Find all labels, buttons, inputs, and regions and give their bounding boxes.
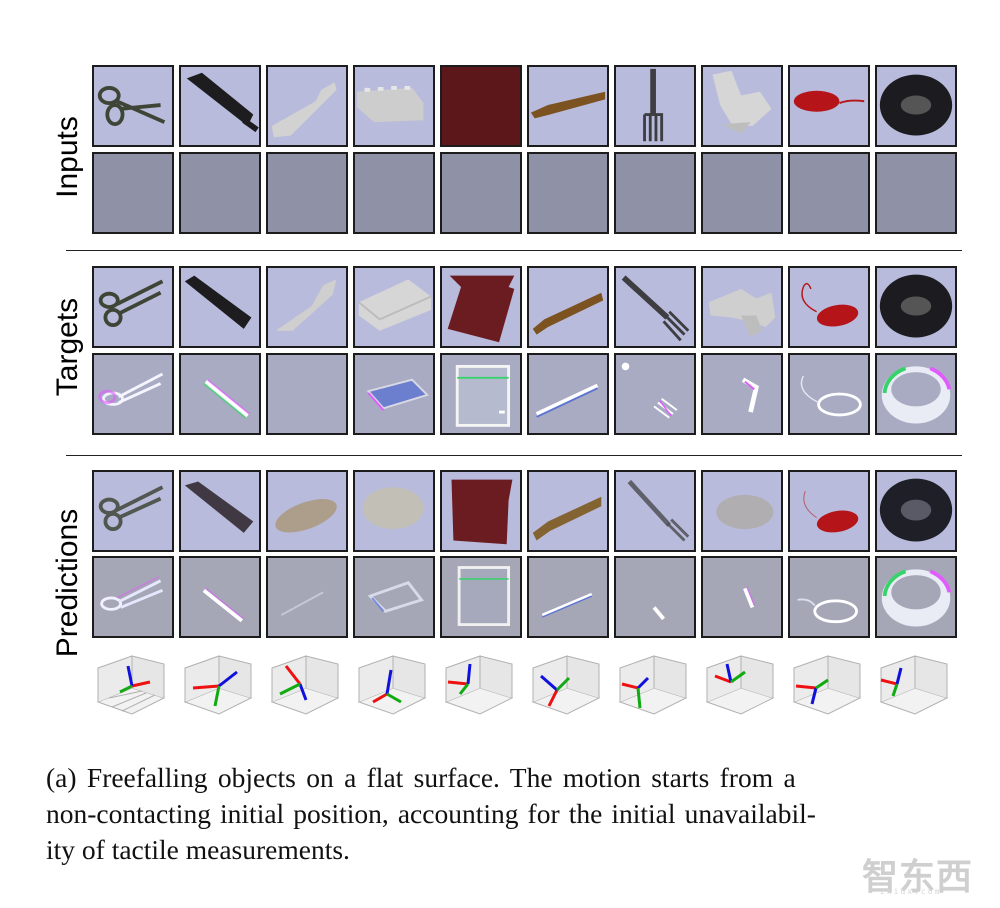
predictions-object-row <box>92 470 957 552</box>
pose-axes-plot <box>875 654 957 732</box>
pose-axes-plot <box>179 654 261 732</box>
target-object-scissors <box>92 266 174 348</box>
inputs-object-row <box>92 65 957 147</box>
section-divider-1 <box>66 250 962 251</box>
target-object-bleach-bottle <box>266 266 348 348</box>
target-object-wine-bottle <box>179 266 261 348</box>
target-tactile-dark-disk <box>875 353 957 435</box>
targets-object-row <box>92 266 957 348</box>
prediction-tactile-fork <box>614 556 696 638</box>
input-object-red-towel <box>440 65 522 147</box>
inputs-label: Inputs <box>51 116 84 198</box>
input-tactile-empty <box>179 152 261 234</box>
target-tactile-wooden-spoon <box>527 353 609 435</box>
figure-caption: (a) Freefalling objects on a flat surfac… <box>46 760 966 868</box>
input-tactile-empty <box>614 152 696 234</box>
input-object-bleach-bottle <box>266 65 348 147</box>
prediction-tactile-red-towel <box>440 556 522 638</box>
input-tactile-empty <box>527 152 609 234</box>
pose-axes-plot <box>701 654 783 732</box>
targets-label: Targets <box>51 297 84 397</box>
pose-axes-plot <box>788 654 870 732</box>
target-object-dark-disk <box>875 266 957 348</box>
watermark-subtext: zhidx.com <box>880 887 942 896</box>
target-tactile-empty <box>266 353 348 435</box>
input-object-lego-block <box>353 65 435 147</box>
target-object-red-mouse <box>788 266 870 348</box>
prediction-object-bleach-bottle <box>266 470 348 552</box>
target-tactile-wine-bottle <box>179 353 261 435</box>
prediction-object-wooden-spoon <box>527 470 609 552</box>
target-object-red-towel <box>440 266 522 348</box>
input-tactile-empty <box>788 152 870 234</box>
prediction-object-wine-bottle <box>179 470 261 552</box>
prediction-object-lego-block <box>353 470 435 552</box>
target-object-lego-block <box>353 266 435 348</box>
caption-line-1: (a) Freefalling objects on a flat surfac… <box>46 762 796 793</box>
input-tactile-empty <box>92 152 174 234</box>
prediction-tactile-dark-disk <box>875 556 957 638</box>
input-object-red-mouse <box>788 65 870 147</box>
predictions-label: Predictions <box>51 508 84 658</box>
pose-axes-plot <box>614 654 696 732</box>
prediction-object-drill <box>701 470 783 552</box>
input-tactile-empty <box>701 152 783 234</box>
target-object-wooden-spoon <box>527 266 609 348</box>
target-tactile-drill <box>701 353 783 435</box>
pose-axes-row <box>92 654 957 732</box>
pose-axes-plot <box>527 654 609 732</box>
prediction-tactile-lego-block <box>353 556 435 638</box>
target-tactile-red-towel <box>440 353 522 435</box>
input-object-wooden-spoon <box>527 65 609 147</box>
prediction-object-red-towel <box>440 470 522 552</box>
prediction-object-fork <box>614 470 696 552</box>
input-object-drill <box>701 65 783 147</box>
input-tactile-empty <box>875 152 957 234</box>
watermark-logo: 智东西 <box>862 857 974 898</box>
pose-axes-plot <box>353 654 435 732</box>
prediction-object-scissors <box>92 470 174 552</box>
target-object-drill <box>701 266 783 348</box>
prediction-tactile-red-mouse <box>788 556 870 638</box>
pose-axes-plot <box>440 654 522 732</box>
prediction-tactile-wooden-spoon <box>527 556 609 638</box>
target-tactile-scissors <box>92 353 174 435</box>
pose-axes-plot <box>266 654 348 732</box>
predictions-tactile-row <box>92 556 957 638</box>
target-object-fork <box>614 266 696 348</box>
prediction-object-dark-disk <box>875 470 957 552</box>
inputs-tactile-row <box>92 152 957 234</box>
input-object-dark-disk <box>875 65 957 147</box>
prediction-tactile-wine-bottle <box>179 556 261 638</box>
prediction-tactile-scissors <box>92 556 174 638</box>
input-tactile-empty <box>440 152 522 234</box>
prediction-object-red-mouse <box>788 470 870 552</box>
caption-line-2: non-contacting initial position, account… <box>46 798 816 829</box>
target-tactile-fork <box>614 353 696 435</box>
input-tactile-empty <box>353 152 435 234</box>
target-tactile-lego-block <box>353 353 435 435</box>
caption-line-3: ity of tactile measurements. <box>46 834 350 865</box>
input-tactile-empty <box>266 152 348 234</box>
prediction-tactile-drill <box>701 556 783 638</box>
targets-tactile-row <box>92 353 957 435</box>
prediction-tactile-bleach-bottle <box>266 556 348 638</box>
section-divider-2 <box>66 455 962 456</box>
pose-axes-plot <box>92 654 174 732</box>
target-tactile-red-mouse <box>788 353 870 435</box>
input-object-scissors <box>92 65 174 147</box>
input-object-wine-bottle <box>179 65 261 147</box>
input-object-fork <box>614 65 696 147</box>
